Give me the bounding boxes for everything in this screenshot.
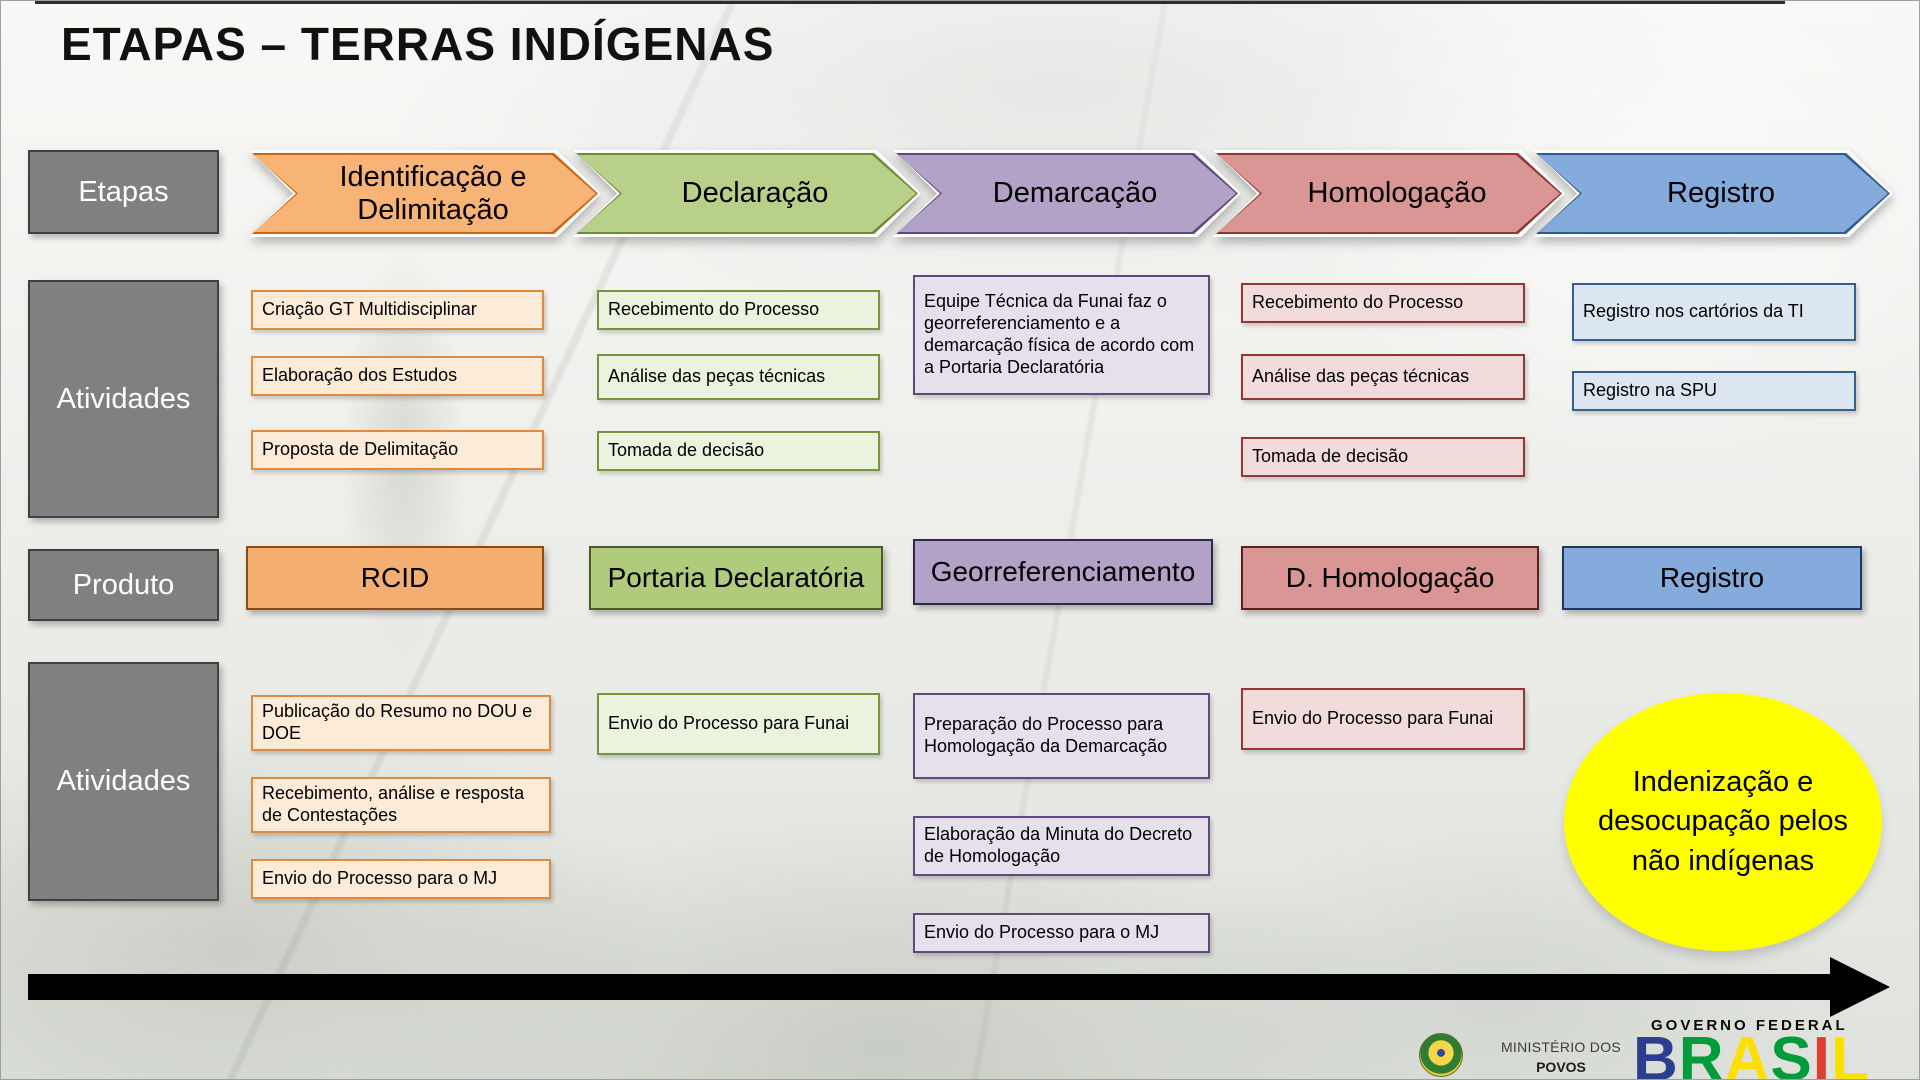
stage-arrow-label: Identificação e Delimitação — [254, 155, 596, 232]
activity-box: Recebimento, análise e resposta de Conte… — [251, 777, 551, 833]
row-label-etapas: Etapas — [28, 150, 219, 234]
stage-arrow-label: Homologação — [1218, 155, 1560, 232]
ministry-block: MINISTÉRIO DOS POVOS — [1473, 1039, 1649, 1075]
activity-box: Envio do Processo para Funai — [597, 693, 880, 755]
row-label-atividades-top: Atividades — [28, 280, 219, 518]
activity-box: Envio do Processo para Funai — [1241, 688, 1525, 750]
activity-box: Envio do Processo para o MJ — [913, 913, 1210, 953]
row-label-atividades-bottom: Atividades — [28, 662, 219, 901]
product-box-rcid: RCID — [246, 546, 544, 610]
slide-top-border — [35, 1, 1785, 4]
activity-box: Tomada de decisão — [1241, 437, 1525, 477]
product-box-homologacao: D. Homologação — [1241, 546, 1539, 610]
product-box-registro: Registro — [1562, 546, 1862, 610]
product-box-portaria-declaratoria: Portaria Declaratória — [589, 546, 883, 610]
product-box-georreferenciamento: Georreferenciamento — [913, 539, 1213, 605]
activity-box: Análise das peças técnicas — [597, 354, 880, 400]
stage-arrow-label: Demarcação — [898, 155, 1236, 232]
activity-box: Preparação do Processo para Homologação … — [913, 693, 1210, 779]
coat-of-arms-icon — [1419, 1033, 1463, 1077]
activity-box: Tomada de decisão — [597, 431, 880, 471]
stage-arrow-homologacao: Homologação — [1213, 150, 1565, 237]
stage-arrow-registro: Registro — [1533, 150, 1893, 237]
activity-box: Registro na SPU — [1572, 371, 1856, 411]
stage-arrow-label: Declaração — [578, 155, 916, 232]
activity-box: Equipe Técnica da Funai faz o georrefere… — [913, 275, 1210, 395]
activity-box: Criação GT Multidisciplinar — [251, 290, 544, 330]
activity-box: Publicação do Resumo no DOU e DOE — [251, 695, 551, 751]
activity-box: Recebimento do Processo — [1241, 283, 1525, 323]
activity-box: Registro nos cartórios da TI — [1572, 283, 1856, 341]
page-title: ETAPAS – TERRAS INDÍGENAS — [61, 18, 775, 70]
timeline-arrowhead-icon — [1830, 957, 1890, 1017]
activity-box: Análise das peças técnicas — [1241, 354, 1525, 400]
stage-arrow-demarcacao: Demarcação — [893, 150, 1241, 237]
activity-box: Proposta de Delimitação — [251, 430, 544, 470]
stage-arrow-identificacao-delimitacao: Identificação e Delimitação — [249, 150, 601, 237]
stage-arrow-label: Registro — [1538, 155, 1888, 232]
brasil-logo: BRASIL — [1633, 1029, 1870, 1080]
governo-federal-label: GOVERNO FEDERAL — [1651, 1017, 1848, 1034]
final-note-ellipse: Indenização e desocupação pelos não indí… — [1564, 693, 1882, 951]
ministry-name-line2: POVOS — [1536, 1059, 1586, 1075]
row-label-produto: Produto — [28, 549, 219, 621]
timeline-arrow — [28, 974, 1830, 1000]
ministry-name-line1: MINISTÉRIO DOS — [1500, 1039, 1622, 1055]
stage-arrow-declaracao: Declaração — [573, 150, 921, 237]
activity-box: Recebimento do Processo — [597, 290, 880, 330]
activity-box: Envio do Processo para o MJ — [251, 859, 551, 899]
activity-box: Elaboração da Minuta do Decreto de Homol… — [913, 816, 1210, 876]
activity-box: Elaboração dos Estudos — [251, 356, 544, 396]
